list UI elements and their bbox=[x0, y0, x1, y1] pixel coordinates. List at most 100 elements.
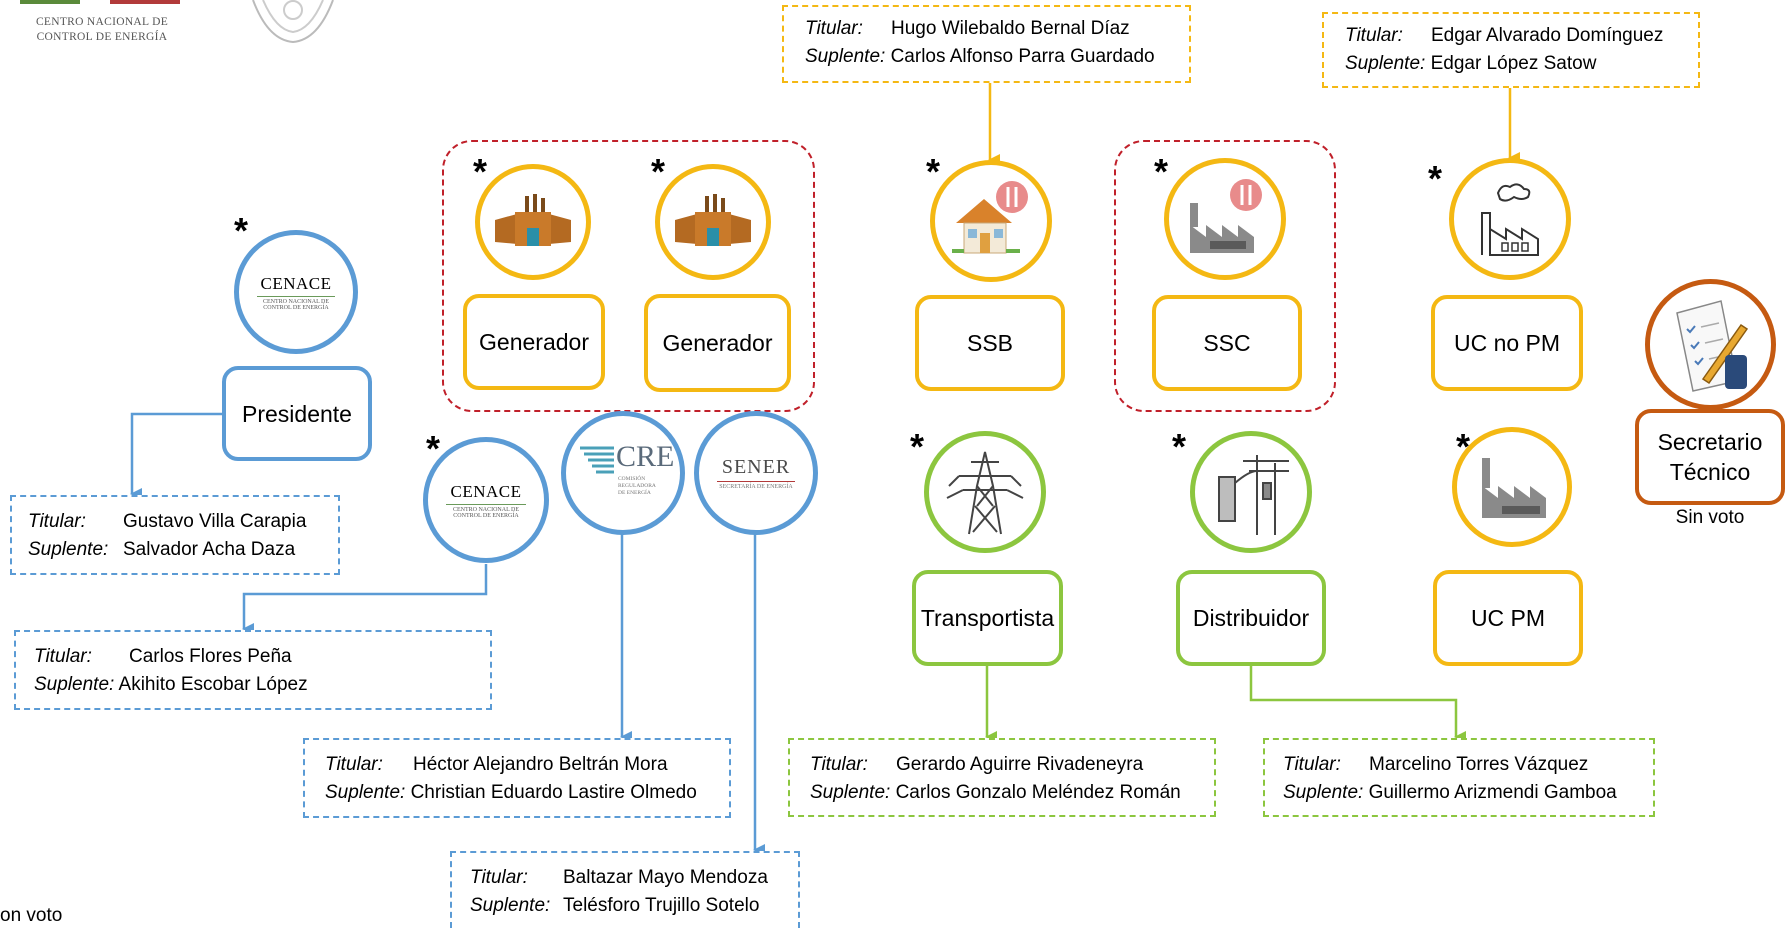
voting-marker: * bbox=[426, 428, 441, 469]
power-plant-icon bbox=[675, 194, 751, 246]
ssb-members-box: Titular: Hugo Wilebaldo Bernal Díaz Suple… bbox=[782, 5, 1191, 83]
distribuidor-titular: Marcelino Torres Vázquez bbox=[1369, 754, 1589, 775]
presidente-titular: Gustavo Villa Carapia bbox=[123, 511, 307, 532]
titular-label: Titular: bbox=[810, 754, 868, 775]
uc-pm-label: UC PM bbox=[1470, 605, 1546, 631]
cenace-logo-circle: CENACE CENTRO NACIONAL DE CONTROL DE ENE… bbox=[234, 230, 358, 354]
cenace-logo-text: CENACE bbox=[260, 273, 332, 293]
uc-no-pm-box: UC no PM bbox=[1431, 295, 1583, 391]
footnote-text: on voto bbox=[0, 905, 63, 926]
voting-marker: * bbox=[234, 210, 249, 251]
transportista-suplente: Carlos Gonzalo Meléndez Román bbox=[895, 782, 1181, 803]
generador-label: Generador bbox=[662, 330, 773, 356]
secretario-label-line1: Secretario bbox=[1657, 429, 1763, 455]
document-signing-icon bbox=[1675, 299, 1748, 392]
suplente-label: Suplente: bbox=[34, 674, 115, 695]
cre-suplente: Christian Eduardo Lastire Olmedo bbox=[410, 782, 697, 803]
distribuidor-suplente: Guillermo Arizmendi Gamboa bbox=[1368, 782, 1617, 803]
transportista-box: Transportista bbox=[912, 570, 1063, 666]
flag-stripe bbox=[110, 0, 180, 4]
factory-icon bbox=[1482, 458, 1546, 518]
titular-label: Titular: bbox=[1345, 25, 1403, 46]
generador-box: Generador bbox=[644, 294, 791, 392]
cenace-header-logo: CENTRO NACIONAL DE CONTROL DE ENERGÍA bbox=[0, 0, 340, 50]
ssb-suplente: Carlos Alfonso Parra Guardado bbox=[890, 46, 1155, 67]
ssc-icon-circle bbox=[1164, 158, 1286, 280]
sener-titular: Baltazar Mayo Mendoza bbox=[563, 867, 768, 888]
ssc-group bbox=[1114, 140, 1336, 412]
ssb-titular: Hugo Wilebaldo Bernal Díaz bbox=[891, 18, 1130, 39]
voting-marker: * bbox=[910, 426, 925, 467]
sener-logo-sub: SECRETARÍA DE ENERGÍA bbox=[719, 484, 793, 490]
cre-titular: Héctor Alejandro Beltrán Mora bbox=[413, 754, 668, 775]
factory-plug-icon bbox=[1190, 179, 1262, 253]
cenace-titular: Carlos Flores Peña bbox=[129, 646, 292, 667]
uc-no-pm-members-box: Titular: Edgar Alvarado Domínguez Suplent… bbox=[1322, 12, 1700, 88]
suplente-label: Suplente: bbox=[805, 46, 886, 67]
cenace-logo-sub1: CENTRO NACIONAL DE bbox=[452, 506, 520, 513]
ssb-box: SSB bbox=[915, 295, 1065, 391]
secretario-tecnico-box: Secretario Técnico bbox=[1635, 409, 1785, 505]
suplente-label: Suplente: bbox=[1345, 53, 1426, 74]
cre-logo-sub2: REGULADORA bbox=[618, 483, 656, 489]
cre-members-box: Titular:Héctor Alejandro Beltrán Mora Su… bbox=[303, 738, 731, 818]
factory-smoke-icon bbox=[1481, 183, 1539, 256]
sener-suplente: Telésforo Trujillo Sotelo bbox=[563, 895, 760, 916]
flag-stripe bbox=[20, 0, 80, 4]
cre-logo-sub1: COMISIÓN bbox=[618, 476, 646, 482]
sener-members-box: Titular: Baltazar Mayo Mendoza Suplente: T… bbox=[450, 851, 800, 928]
header-org-line2: CONTROL DE ENERGÍA bbox=[36, 31, 168, 43]
cenace-suplente: Akihito Escobar López bbox=[118, 674, 308, 695]
distribuidor-icon-circle bbox=[1190, 431, 1312, 553]
transportista-label: Transportista bbox=[920, 605, 1055, 631]
voting-marker: * bbox=[1172, 426, 1187, 467]
cre-logo-text: CRE bbox=[616, 440, 675, 473]
cenace-connector bbox=[242, 564, 488, 635]
titular-label: Titular: bbox=[805, 18, 863, 39]
suplente-label: Suplente: bbox=[28, 539, 109, 560]
generador-box: Generador bbox=[463, 294, 605, 390]
sener-logo-text: SENER bbox=[721, 456, 791, 478]
house-plug-icon bbox=[952, 181, 1028, 254]
cenace-logo-sub2: CONTROL DE ENERGÍA bbox=[453, 512, 519, 519]
cenace-logo-text: CENACE bbox=[450, 481, 522, 501]
voting-marker: * bbox=[1428, 158, 1443, 199]
titular-label: Titular: bbox=[34, 646, 92, 667]
ssb-icon-circle bbox=[930, 160, 1052, 282]
cenace-logo-sub2: CONTROL DE ENERGÍA bbox=[263, 304, 329, 311]
titular-label: Titular: bbox=[1283, 754, 1341, 775]
distribution-pole-icon bbox=[1218, 455, 1289, 535]
transmission-tower-icon bbox=[946, 451, 1024, 535]
voting-marker: * bbox=[651, 151, 666, 192]
presidente-label: Presidente bbox=[242, 400, 352, 427]
presidente-connector bbox=[130, 412, 242, 500]
cenace-logo-sub1: CENTRO NACIONAL DE bbox=[262, 298, 330, 305]
transportista-icon-circle bbox=[924, 431, 1046, 553]
suplente-label: Suplente: bbox=[470, 895, 551, 916]
distribuidor-connector bbox=[1249, 650, 1466, 743]
secretario-label-line2: Técnico bbox=[1669, 459, 1751, 485]
uc-no-pm-titular: Edgar Alvarado Domínguez bbox=[1431, 25, 1664, 46]
cre-logo-circle: CRE COMISIÓN REGULADORA DE ENERGÍA bbox=[561, 411, 685, 535]
titular-label: Titular: bbox=[470, 867, 528, 888]
presidente-members-box: Titular:Gustavo Villa Carapia Suplente:S… bbox=[10, 495, 340, 575]
distribuidor-label: Distribuidor bbox=[1192, 605, 1310, 631]
secretario-icon-circle bbox=[1645, 279, 1776, 410]
titular-label: Titular: bbox=[325, 754, 383, 775]
cenace-members-box: Titular: Carlos Flores Peña Suplente: Aki… bbox=[14, 630, 492, 710]
distribuidor-box: Distribuidor bbox=[1176, 570, 1326, 666]
header-org-line1: CENTRO NACIONAL DE bbox=[35, 16, 169, 28]
transportista-titular: Gerardo Aguirre Rivadeneyra bbox=[896, 754, 1144, 775]
uc-no-pm-icon-circle bbox=[1449, 158, 1571, 280]
uc-no-pm-label: UC no PM bbox=[1453, 330, 1561, 356]
sener-logo-circle: SENER SECRETARÍA DE ENERGÍA bbox=[694, 411, 818, 535]
power-plant-icon bbox=[495, 194, 571, 246]
presidente-box: Presidente bbox=[222, 366, 372, 461]
voting-marker: * bbox=[473, 151, 488, 192]
titular-label: Titular: bbox=[28, 511, 86, 532]
sin-voto-note: Sin voto bbox=[1675, 507, 1745, 528]
ssc-label: SSC bbox=[1203, 330, 1251, 356]
voting-marker: * bbox=[1154, 151, 1169, 192]
voting-marker: * bbox=[926, 151, 941, 192]
generador-icon-circle bbox=[475, 164, 591, 280]
